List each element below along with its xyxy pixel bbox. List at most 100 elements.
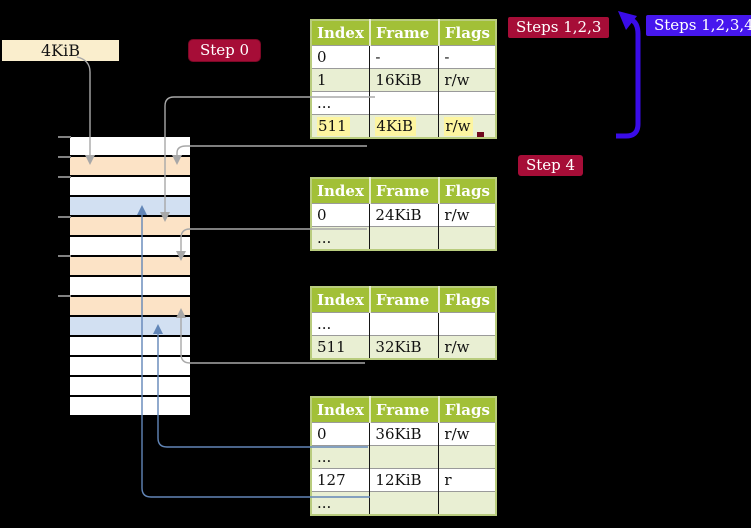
cell-frame: 24KiB: [369, 203, 440, 227]
cell-flags: [438, 445, 496, 469]
table-header-row: Index Frame Flags: [311, 20, 496, 46]
page-table-3: Index Frame Flags ... 511 32KiB r/w: [310, 286, 497, 360]
memory-tick: [58, 176, 71, 178]
cell-frame: -: [369, 45, 440, 69]
memory-row: [70, 297, 190, 315]
header-index: Index: [311, 20, 371, 46]
memory-row: [70, 277, 190, 295]
highlight: 4KiB: [375, 117, 416, 136]
cell-flags: r/w: [438, 68, 496, 92]
memory-column: [70, 137, 190, 415]
cell-index: 1: [311, 68, 371, 92]
table-header-row: Index Frame Flags: [311, 178, 496, 204]
arrow-t1-idx511-to-memory: [176, 145, 367, 156]
cell-frame: 12KiB: [369, 468, 440, 492]
page-table-4: Index Frame Flags 0 36KiB r/w ... 127 12…: [310, 396, 497, 516]
frame-label-4kib: 4KiB: [2, 40, 119, 61]
cell-index: 0: [311, 203, 371, 227]
cell-frame: [369, 445, 440, 469]
highlight: r/w: [444, 117, 474, 136]
memory-row: [70, 137, 190, 155]
table-header-row: Index Frame Flags: [311, 287, 496, 313]
memory-row: [70, 337, 190, 355]
table-row: 0 - -: [311, 45, 496, 69]
highlight: 511: [317, 117, 350, 136]
cell-flags: r/w: [438, 422, 496, 446]
header-frame: Frame: [369, 20, 440, 46]
cell-flags: [438, 226, 496, 250]
cell-flags: r/w: [438, 335, 496, 359]
cell-flags: r/w: [438, 114, 496, 138]
table-row: 127 12KiB r: [311, 468, 496, 492]
table-row: 1 16KiB r/w: [311, 68, 496, 92]
header-frame: Frame: [369, 287, 440, 313]
page-table-1: Index Frame Flags 0 - - 1 16KiB r/w ... …: [310, 19, 497, 139]
cell-index: 0: [311, 422, 371, 446]
header-index: Index: [311, 397, 371, 423]
cell-index: ...: [311, 226, 371, 250]
cell-index: ...: [311, 491, 371, 515]
cell-flags: [438, 312, 496, 336]
memory-row: [70, 317, 190, 335]
page-table-2: Index Frame Flags 0 24KiB r/w ...: [310, 177, 497, 251]
red-arrow-stub: [477, 132, 484, 137]
cell-frame: 16KiB: [369, 68, 440, 92]
memory-tick: [58, 136, 71, 138]
memory-row: [70, 257, 190, 275]
cell-frame: [369, 91, 440, 115]
cell-flags: r/w: [438, 203, 496, 227]
memory-row: [70, 357, 190, 375]
table-row-highlighted: 511 4KiB r/w: [311, 114, 496, 138]
memory-tick: [58, 295, 71, 297]
cell-index: ...: [311, 312, 371, 336]
memory-row: [70, 177, 190, 195]
header-frame: Frame: [369, 178, 440, 204]
badge-steps-1-2-3-4: Steps 1,2,3,4: [646, 15, 751, 36]
cell-index: ...: [311, 445, 371, 469]
cell-frame: [369, 491, 440, 515]
cell-frame: 36KiB: [369, 422, 440, 446]
badge-step-0: Step 0: [188, 39, 262, 62]
cell-frame: 32KiB: [369, 335, 440, 359]
cell-flags: [438, 491, 496, 515]
memory-row: [70, 397, 190, 415]
arrowhead-up-left-icon: [618, 11, 637, 30]
header-flags: Flags: [438, 287, 496, 313]
memory-tick: [58, 156, 71, 158]
memory-row: [70, 217, 190, 235]
memory-row: [70, 197, 190, 215]
recursive-loop-arrow: [616, 16, 641, 139]
header-flags: Flags: [438, 20, 496, 46]
table-header-row: Index Frame Flags: [311, 397, 496, 423]
cell-index: 0: [311, 45, 371, 69]
badge-step-4: Step 4: [518, 155, 584, 176]
table-row: 0 36KiB r/w: [311, 422, 496, 446]
table-row: 0 24KiB r/w: [311, 203, 496, 227]
table-row: 511 32KiB r/w: [311, 335, 496, 359]
memory-row: [70, 377, 190, 395]
header-flags: Flags: [438, 178, 496, 204]
table-row: ...: [311, 226, 496, 250]
cell-index: 511: [311, 335, 371, 359]
table-row: ...: [311, 312, 496, 336]
header-index: Index: [311, 287, 371, 313]
cell-flags: r: [438, 468, 496, 492]
cell-index: 127: [311, 468, 371, 492]
table-row: ...: [311, 91, 496, 115]
cell-flags: [438, 91, 496, 115]
memory-tick: [58, 216, 71, 218]
header-flags: Flags: [438, 397, 496, 423]
header-index: Index: [311, 178, 371, 204]
table-row: ...: [311, 445, 496, 469]
cell-index: ...: [311, 91, 371, 115]
cell-frame: [369, 226, 440, 250]
badge-steps-1-2-3: Steps 1,2,3: [508, 17, 610, 38]
cell-frame: [369, 312, 440, 336]
memory-tick: [58, 255, 71, 257]
memory-row: [70, 157, 190, 175]
cell-frame: 4KiB: [369, 114, 440, 138]
header-frame: Frame: [369, 397, 440, 423]
memory-row: [70, 237, 190, 255]
cell-flags: -: [438, 45, 496, 69]
